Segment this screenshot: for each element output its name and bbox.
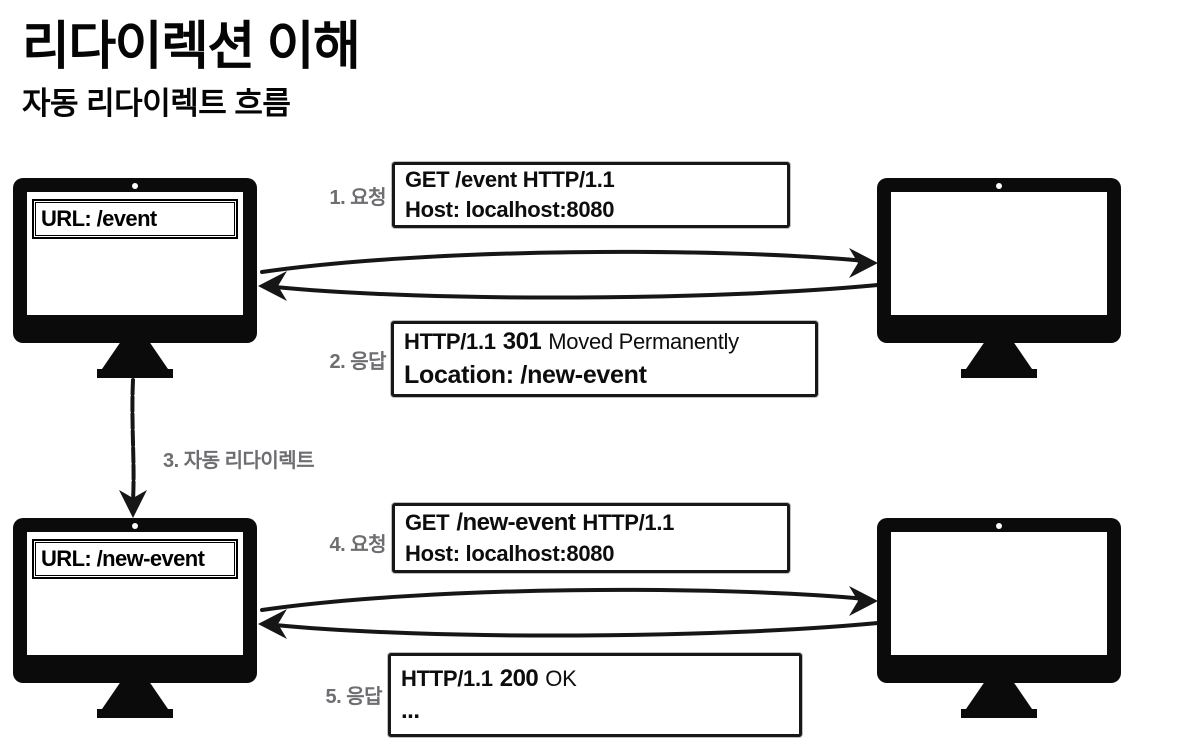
step-1-label: 1. 요청 — [329, 187, 386, 209]
status-text: OK — [545, 665, 577, 691]
monitor-frame — [877, 178, 1121, 343]
camera-dot-icon — [132, 523, 138, 529]
monitor-frame — [877, 518, 1121, 683]
step-3-label: 3. 자동 리다이렉트 — [163, 450, 315, 472]
step-2-label: 2. 응답 — [329, 351, 386, 373]
monitor-stand — [966, 683, 1032, 709]
http-version: HTTP/1.1 — [401, 665, 493, 691]
host-header: Host: localhost:8080 — [405, 196, 615, 222]
location-header: Location: /new-event — [404, 360, 647, 389]
request-1-message-box: GET /event HTTP/1.1 Host: localhost:8080 — [392, 162, 790, 228]
url-text: URL: /new-event — [41, 546, 205, 571]
url-bar: URL: /new-event — [32, 539, 238, 579]
client-monitor-after: URL: /new-event — [13, 518, 257, 718]
host-header-line: Host: localhost:8080 — [405, 540, 777, 568]
url-bar: URL: /event — [32, 199, 238, 239]
status-line: HTTP/1.1 301 Moved Permanently — [404, 327, 805, 358]
step-5-label: 5. 응답 — [325, 686, 382, 708]
left-arrowhead-icon — [258, 271, 287, 301]
method: GET — [405, 510, 450, 536]
status-code: 200 — [499, 664, 539, 692]
ellipsis-text: ... — [401, 696, 420, 724]
down-arrowhead-icon — [119, 490, 147, 518]
monitor-base — [97, 709, 173, 718]
request-line: GET /new-event HTTP/1.1 — [405, 508, 777, 539]
location-header-line: Location: /new-event — [404, 359, 805, 391]
monitor-stand — [102, 683, 168, 709]
client-monitor-before: URL: /event — [13, 178, 257, 378]
camera-dot-icon — [132, 183, 138, 189]
request-path: /new-event — [456, 509, 576, 537]
down-arrow-icon — [130, 378, 136, 502]
request-2-message-box: GET /new-event HTTP/1.1 Host: localhost:… — [392, 503, 790, 573]
host-header: Host: localhost:8080 — [405, 540, 615, 566]
curved-right-arrow-icon — [260, 249, 868, 274]
monitor-frame: URL: /event — [13, 178, 257, 343]
left-arrowhead-icon — [258, 609, 287, 639]
http-version: HTTP/1.1 — [404, 329, 496, 355]
camera-dot-icon — [996, 183, 1002, 189]
monitor-screen: URL: /new-event — [27, 532, 243, 655]
host-header-line: Host: localhost:8080 — [405, 196, 777, 224]
monitor-stand — [102, 343, 168, 369]
monitor-screen — [891, 532, 1107, 655]
response-200-message-box: HTTP/1.1 200 OK ... — [388, 653, 802, 737]
monitor-screen — [891, 192, 1107, 315]
right-arrowhead-icon — [849, 586, 878, 616]
monitor-base — [97, 369, 173, 378]
monitor-base — [961, 369, 1037, 378]
monitor-base — [961, 709, 1037, 718]
right-arrowhead-icon — [849, 248, 878, 278]
ellipsis-line: ... — [401, 696, 789, 727]
request-start-line: GET /event HTTP/1.1 — [405, 167, 615, 193]
http-version: HTTP/1.1 — [582, 510, 675, 536]
page-subtitle: 자동 리다이렉트 흐름 — [22, 86, 291, 121]
page-title: 리다이렉션 이해 — [22, 18, 361, 76]
status-text: Moved Permanently — [548, 329, 739, 355]
server-monitor-top — [877, 178, 1121, 378]
server-monitor-bottom — [877, 518, 1121, 718]
monitor-stand — [966, 343, 1032, 369]
curved-right-arrow-icon — [260, 587, 868, 612]
monitor-screen: URL: /event — [27, 192, 243, 315]
camera-dot-icon — [996, 523, 1002, 529]
status-code: 301 — [502, 328, 542, 356]
step-4-label: 4. 요청 — [329, 534, 386, 556]
request-line: GET /event HTTP/1.1 — [405, 166, 777, 194]
url-text: URL: /event — [41, 206, 157, 231]
status-line: HTTP/1.1 200 OK — [401, 664, 789, 695]
curved-left-arrow-icon — [273, 620, 890, 638]
monitor-frame: URL: /new-event — [13, 518, 257, 683]
curved-left-arrow-icon — [273, 282, 890, 300]
response-301-message-box: HTTP/1.1 301 Moved Permanently Location:… — [391, 321, 818, 397]
